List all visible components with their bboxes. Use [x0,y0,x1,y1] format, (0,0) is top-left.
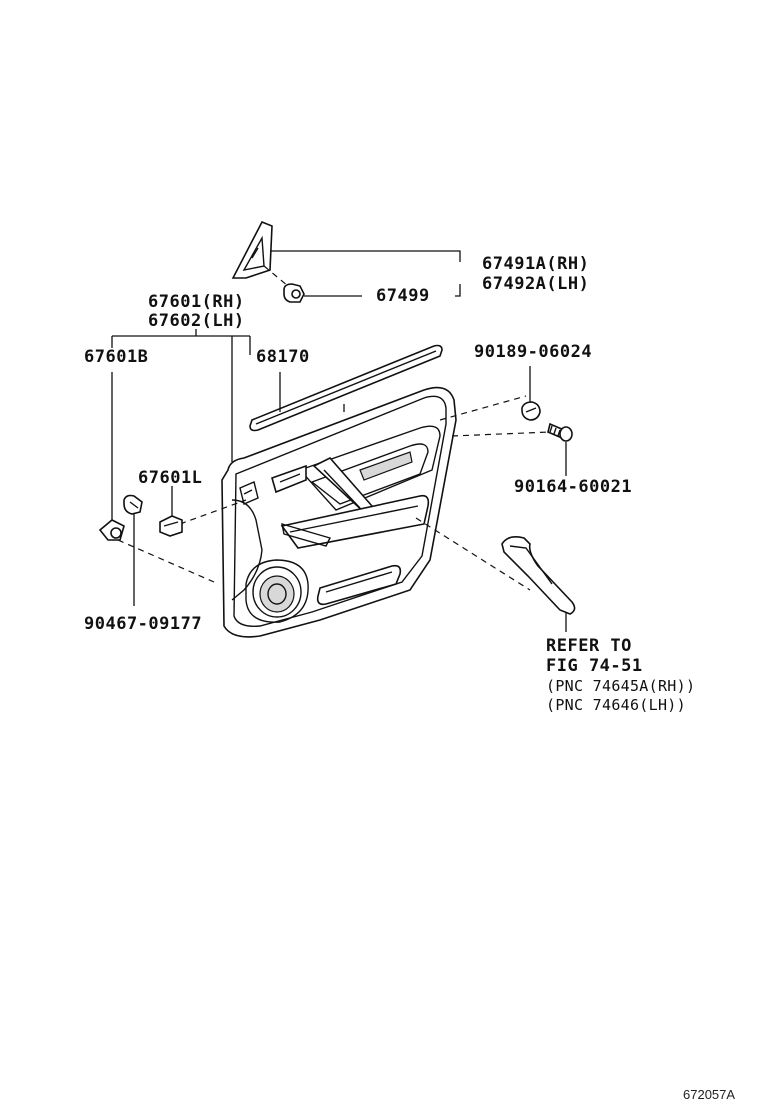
dash-panel-to-grip [415,517,531,591]
label-90467: 90467-09177 [84,614,202,634]
door-trim-panel [221,386,457,638]
figure-id: 672057A [683,1087,735,1102]
dash-67601l-to-panel [179,499,247,525]
label-67602: 67602(LH) [148,311,245,331]
screw-90164-part [547,422,573,442]
grommet-90189-part [521,401,541,421]
clip-67601b-part [98,519,125,541]
label-67499: 67499 [376,286,430,306]
label-67601: 67601(RH) [148,292,245,312]
weatherstrip-68170-part [249,344,443,432]
label-67492a: 67492A(LH) [482,274,589,294]
label-pnc-rh: (PNC 74645A(RH)) [546,677,695,695]
assist-grip-part [501,536,576,615]
clip-67499-part [283,283,305,303]
dash-90467-to-panel [117,539,215,583]
label-90164: 90164-60021 [514,477,632,497]
label-fig: FIG 74-51 [546,656,643,676]
label-90189: 90189-06024 [474,342,592,362]
leader-67491a [270,250,461,262]
clip-90467-part [123,494,143,515]
dash-garnish-clip [263,265,289,287]
dash-panel-to-90189 [439,395,527,421]
label-67601l: 67601L [138,468,202,488]
label-67601b: 67601B [84,347,148,367]
leader-67492a [455,284,461,297]
label-67491a: 67491A(RH) [482,254,589,274]
label-refer-to: REFER TO [546,636,632,656]
label-68170: 68170 [256,347,310,367]
corner-garnish-part [231,220,273,279]
label-pnc-lh: (PNC 74646(LH)) [546,696,686,714]
clip-67601l-part [159,515,183,537]
dash-panel-to-90164 [451,431,551,437]
